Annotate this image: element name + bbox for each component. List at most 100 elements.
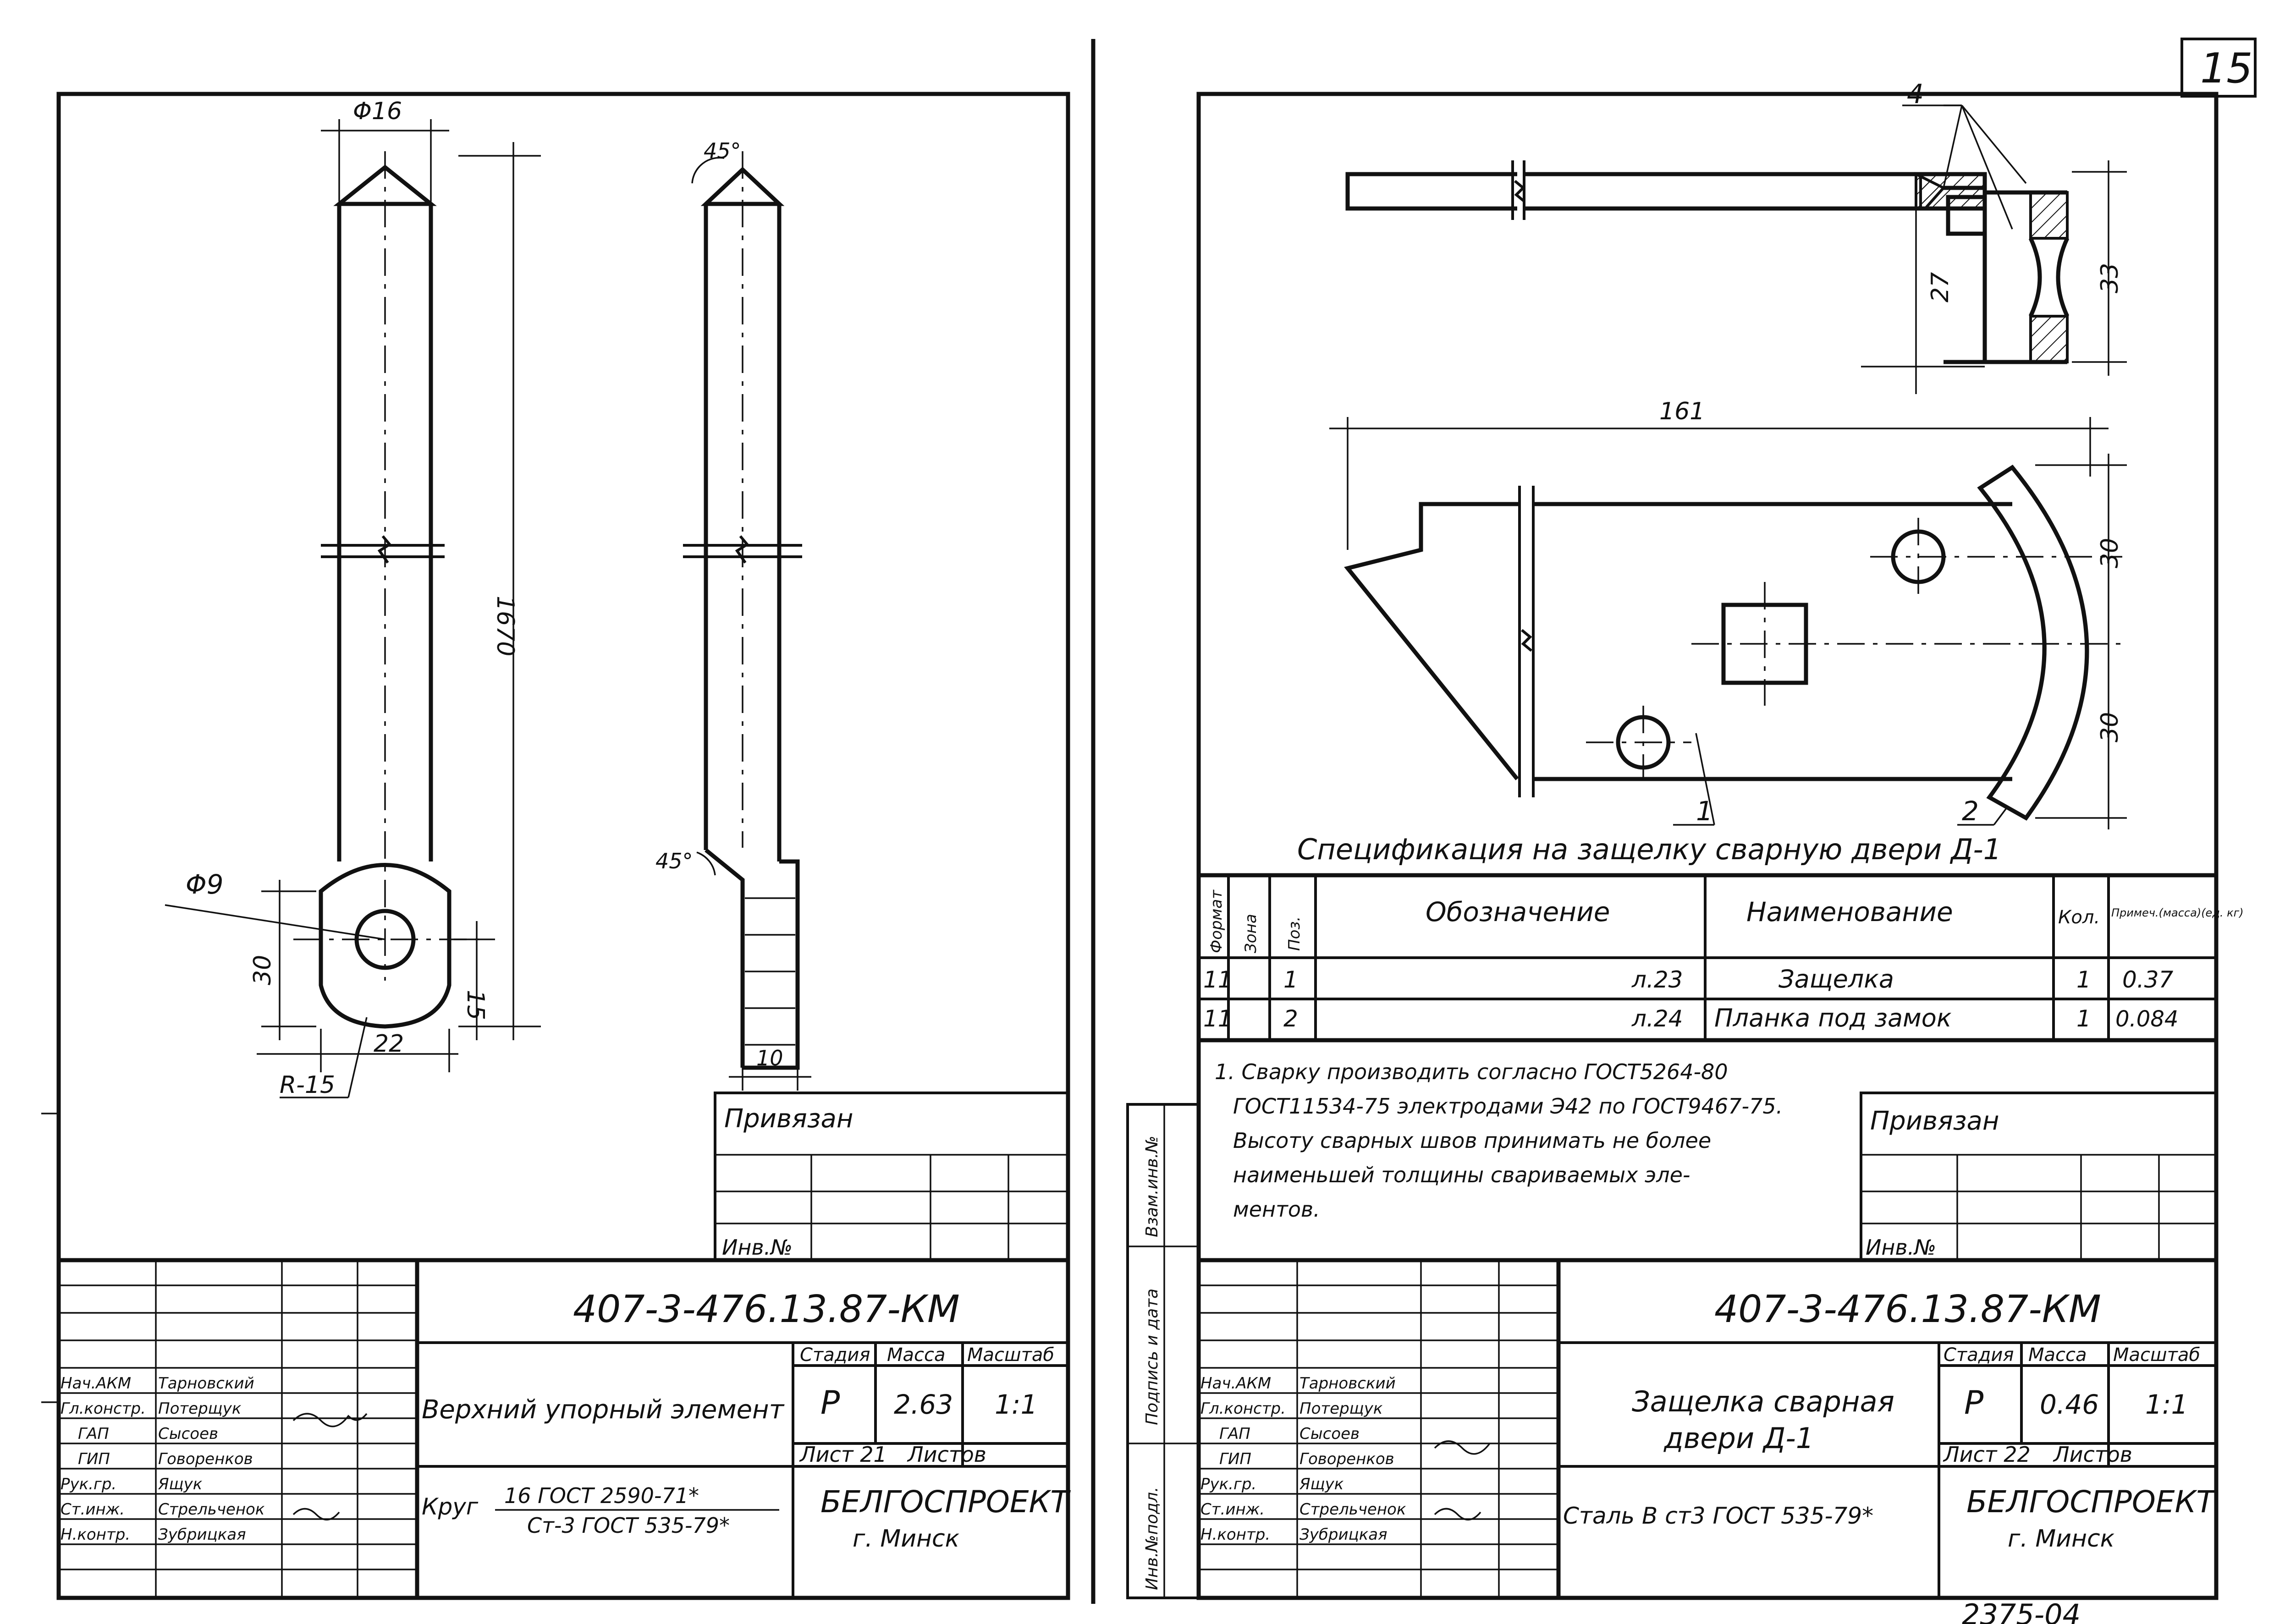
right-name-3: Сысоев [1299,1425,1360,1443]
right-org-city: г. Минск [2008,1525,2115,1553]
spec-row-2-name: Планка под замок [1714,1004,1952,1032]
left-dim-15: 15 [462,990,489,1020]
right-name-1: Тарновский [1299,1374,1396,1393]
right-name-6: Стрельченок [1299,1500,1406,1519]
right-dim-30-b: 30 [2096,712,2124,742]
right-inv-no-label: Инв.№ [1866,1235,1936,1260]
right-dim-27: 27 [1927,272,1954,302]
spec-row-1-designation: л.23 [1631,966,1683,993]
left-part-title: Верхний упорный элемент [422,1395,785,1425]
left-sheet-label: Лист 21 [799,1442,887,1467]
right-org-name: БЕЛГОСПРОЕКТ [1966,1484,2217,1520]
left-mass-header: Масса [887,1344,946,1366]
right-stage-header: Стадия [1944,1344,2014,1366]
left-mass-value: 2.63 [894,1389,953,1420]
spec-row-1-pos: 1 [1283,966,1298,993]
left-dim-10: 10 [756,1046,783,1070]
left-dim-dia9: Φ9 [186,869,224,900]
left-role-2: Гл.констр. [61,1399,146,1418]
right-title-block [1199,1258,2216,1598]
spec-row-1-note: 0.37 [2122,966,2174,993]
spec-header-zone: Зона [1242,914,1260,953]
left-sheets-label: Листов [907,1442,986,1467]
left-dim-r15: R-15 [280,1071,335,1099]
spec-header-pos: Поз. [1285,916,1304,951]
left-sheet: Φ16 1670 Φ9 30 15 22 R-15 [41,92,1071,1600]
right-signature-2 [1434,1508,1481,1521]
sheet-number-box [2180,38,2257,98]
sheet-number: 15 [2200,44,2253,93]
left-material-top: 16 ГОСТ 2590-71* [504,1483,699,1508]
right-role-1: Нач.АКМ [1200,1374,1271,1393]
left-dim-30: 30 [249,955,276,985]
left-role-3: ГАП [78,1425,109,1443]
left-name-6: Стрельченок [158,1500,265,1519]
right-mass-value: 0.46 [2040,1389,2099,1420]
left-scale-value: 1:1 [995,1389,1037,1420]
left-scale-header: Масштаб [967,1344,1054,1366]
spec-row-1-name: Защелка [1778,965,1894,993]
right-callout-2: 2 [1962,796,1979,827]
right-mass-header: Масса [2028,1344,2087,1366]
right-signature-1 [1434,1440,1491,1455]
right-part-title-1: Защелка сварная [1632,1385,1894,1418]
right-name-4: Говоренков [1299,1450,1394,1468]
spec-header-name: Наименование [1746,896,1953,927]
right-name-7: Зубрицкая [1299,1525,1388,1544]
left-title-block [41,1113,1068,1598]
note-line-3: Высоту сварных швов принимать не более [1233,1128,1711,1153]
left-org-city: г. Минск [853,1525,960,1553]
left-role-7: Н.контр. [61,1525,130,1544]
right-dim-161: 161 [1659,398,1705,425]
spec-header-note: Примеч.(масса)(ед. кг) [2111,906,2244,919]
spec-title: Спецификация на защелку сварную двери Д-… [1297,833,2001,866]
left-drawing-code: 407-3-476.13.87-КМ [573,1288,960,1331]
left-signature-2 [292,1508,340,1521]
note-line-4: наименьшей толщины свариваемых эле- [1233,1163,1690,1187]
right-sheet-label: Лист 22 [1943,1442,2031,1467]
right-role-7: Н.контр. [1200,1525,1270,1544]
side-label-replace-inv: Взам.инв.№ [1143,1136,1162,1237]
left-dim-22: 22 [374,1030,404,1058]
left-rod-front-view [165,119,541,1098]
right-name-2: Потерщук [1299,1399,1383,1418]
spec-row-2-pos: 2 [1283,1005,1298,1032]
right-material: Сталь В ст3 ГОСТ 535-79* [1563,1503,1873,1529]
spec-row-2-designation: л.24 [1631,1005,1683,1032]
left-role-4: ГИП [78,1450,110,1468]
right-stage-value: Р [1964,1384,1984,1421]
right-callout-4: 4 [1907,78,1924,110]
left-name-5: Ящук [158,1475,203,1493]
note-line-1: 1. Сварку производить согласно ГОСТ5264-… [1215,1059,1728,1084]
side-label-sign-date: Подпись и дата [1143,1289,1162,1425]
right-part-title-2: двери Д-1 [1663,1421,1814,1455]
right-role-5: Рук.гр. [1200,1475,1256,1493]
archive-number: 2375-04 [1962,1598,2081,1624]
left-role-1: Нач.АКМ [61,1374,131,1393]
left-role-5: Рук.гр. [61,1475,116,1493]
right-scale-header: Масштаб [2113,1344,2200,1366]
right-latch-top-view [1345,104,2127,394]
left-role-6: Ст.инж. [61,1500,125,1519]
left-rod-side-view [683,151,811,1091]
spec-header-qty: Кол. [2058,907,2100,928]
left-signature-1 [292,1413,368,1427]
spec-row-1-qty: 1 [2076,966,2091,993]
note-line-2: ГОСТ11534-75 электродами Э42 по ГОСТ9467… [1233,1094,1783,1119]
right-side-strip [1126,1103,1200,1599]
left-name-4: Говоренков [158,1450,253,1468]
left-frame [56,92,1070,1600]
left-org-name: БЕЛГОСПРОЕКТ [820,1484,1071,1520]
right-drawing-code: 407-3-476.13.87-КМ [1714,1288,2101,1331]
spec-row-2-note: 0.084 [2115,1006,2178,1032]
spec-row-2-qty: 1 [2076,1005,2091,1032]
right-frame [1196,92,2219,1600]
note-line-5: ментов. [1233,1197,1320,1222]
right-dim-33: 33 [2096,263,2124,293]
side-label-inv-orig: Инв.№подл. [1143,1487,1162,1590]
left-privyazan-label: Привязан [724,1104,853,1134]
spec-table [1196,873,2219,1042]
right-callout-1: 1 [1696,796,1713,827]
left-material-prefix: Круг [422,1493,479,1520]
